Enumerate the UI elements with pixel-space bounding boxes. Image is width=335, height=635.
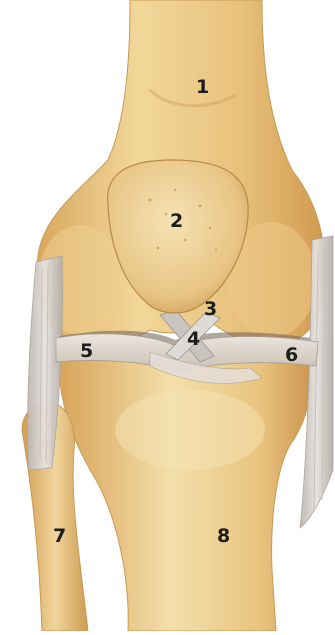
label-patella: 2: [170, 212, 183, 231]
label-lateral-meniscus: 5: [80, 342, 93, 361]
label-femur: 1: [196, 78, 209, 97]
label-anterior-cruciate-ligament: 4: [187, 330, 200, 349]
tibia-highlight: [115, 390, 265, 470]
label-fibula: 7: [53, 527, 66, 546]
label-posterior-cruciate-ligament: 3: [204, 300, 217, 319]
label-tibia: 8: [217, 527, 230, 546]
tibia: [58, 343, 311, 631]
label-medial-meniscus: 6: [285, 346, 298, 365]
